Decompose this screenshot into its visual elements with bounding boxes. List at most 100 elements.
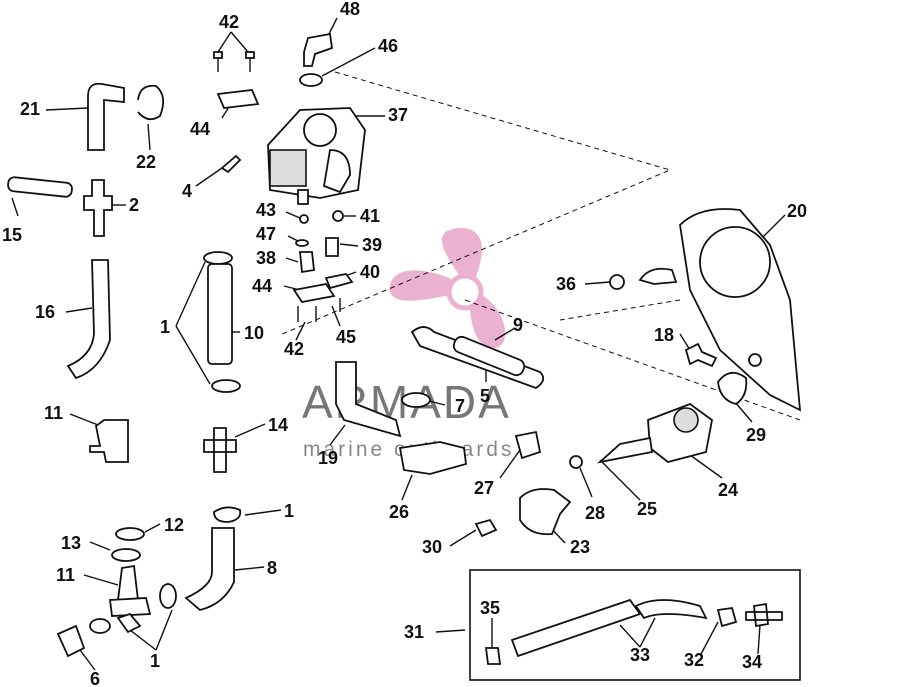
part-gasket-44-mid xyxy=(292,283,336,303)
part-screws-42-45-mid xyxy=(297,298,341,322)
callout-1-bottom: 1 xyxy=(150,651,160,671)
part-bracket-23 xyxy=(519,488,572,536)
part-fuel-pump-24 xyxy=(596,402,713,464)
callout-labels: 42 48 46 21 44 37 22 4 2 15 43 41 20 47 … xyxy=(2,0,807,687)
callout-14: 14 xyxy=(268,415,288,435)
part-elbow-hose-19 xyxy=(335,361,402,438)
callout-10: 10 xyxy=(244,323,264,343)
part-gasket-44-top xyxy=(216,89,260,109)
callout-5: 5 xyxy=(480,386,490,406)
part-filter-11-lower xyxy=(108,564,152,617)
part-clamp-32 xyxy=(716,606,738,628)
part-fitting-48 xyxy=(303,32,333,67)
callout-7: 7 xyxy=(455,396,465,416)
callout-47: 47 xyxy=(256,224,276,244)
part-hose-33 xyxy=(510,598,708,658)
part-hose-15 xyxy=(7,176,73,198)
callout-25: 25 xyxy=(637,499,657,519)
watermark-propeller-logo xyxy=(389,228,506,349)
part-screw-4 xyxy=(220,154,242,174)
part-bolt-18 xyxy=(684,342,718,368)
callout-21: 21 xyxy=(20,99,40,119)
part-screw-30 xyxy=(474,518,498,538)
callout-19: 19 xyxy=(318,448,338,468)
part-gasket-40 xyxy=(324,273,354,290)
part-connector-27 xyxy=(514,430,542,460)
callout-2: 2 xyxy=(129,195,139,215)
part-clamp-1-lower xyxy=(213,506,242,523)
callout-1-lower-right: 1 xyxy=(284,501,294,521)
part-washer-43 xyxy=(299,214,309,224)
callout-9: 9 xyxy=(513,315,523,335)
callout-40: 40 xyxy=(360,262,380,282)
callout-11-upper: 11 xyxy=(44,403,63,423)
part-plug-39 xyxy=(325,237,339,257)
callout-30: 30 xyxy=(422,537,442,557)
callout-35: 35 xyxy=(480,598,500,618)
part-nut-28 xyxy=(569,455,583,469)
part-hose-8 xyxy=(184,527,235,611)
callout-12: 12 xyxy=(164,515,184,535)
callout-29: 29 xyxy=(746,425,766,445)
callout-26: 26 xyxy=(389,502,409,522)
callout-32: 32 xyxy=(684,650,704,670)
callout-6: 6 xyxy=(90,669,100,687)
reference-dashed-lines xyxy=(279,71,801,421)
callout-23: 23 xyxy=(570,537,590,557)
part-gasket-plate-20 xyxy=(638,208,802,412)
part-hose-5 xyxy=(452,335,526,377)
part-hose-10 xyxy=(207,263,233,365)
callout-8: 8 xyxy=(267,558,277,578)
callout-13: 13 xyxy=(61,533,81,553)
inset-kit-31-box xyxy=(469,569,801,681)
callout-33: 33 xyxy=(630,645,650,665)
leader-lines xyxy=(11,17,786,671)
part-connector-26 xyxy=(398,441,467,475)
callout-41: 41 xyxy=(360,206,380,226)
part-hose-16 xyxy=(66,259,111,380)
callout-44-mid: 44 xyxy=(252,276,272,296)
part-nut-36 xyxy=(609,274,625,290)
part-oring-13 xyxy=(111,548,141,562)
callout-16: 16 xyxy=(35,302,55,322)
callout-38: 38 xyxy=(256,248,276,268)
callout-28: 28 xyxy=(585,503,605,523)
part-needle-38 xyxy=(299,251,315,274)
part-tee-fitting-2 xyxy=(83,179,113,237)
callout-36: 36 xyxy=(556,274,576,294)
callout-37: 37 xyxy=(388,105,408,125)
part-carburetor-37 xyxy=(267,107,366,205)
part-oring-46 xyxy=(299,73,323,87)
callout-46: 46 xyxy=(378,36,398,56)
callout-20: 20 xyxy=(787,201,807,221)
part-fitting-34 xyxy=(745,602,783,628)
callout-22: 22 xyxy=(136,152,156,172)
part-clamp-22 xyxy=(137,84,165,121)
part-hose-elbow-21 xyxy=(87,82,125,151)
callout-44-top: 44 xyxy=(190,119,210,139)
part-oring-12 xyxy=(115,527,145,541)
part-filter-11-upper xyxy=(89,419,129,463)
part-washer-41 xyxy=(332,210,344,222)
callout-1-upper: 1 xyxy=(160,317,170,337)
part-filter-6 xyxy=(56,624,86,658)
callout-15: 15 xyxy=(2,225,22,245)
part-screws-42-top xyxy=(213,51,255,72)
callout-27: 27 xyxy=(474,478,494,498)
callout-42-mid: 42 xyxy=(284,339,304,359)
part-clip-35 xyxy=(484,647,502,665)
callout-42-top: 42 xyxy=(219,12,239,32)
callout-18: 18 xyxy=(654,325,674,345)
callout-34: 34 xyxy=(742,652,762,672)
callout-11-lower: 11 xyxy=(56,565,75,585)
part-tee-14 xyxy=(203,427,237,473)
part-seal-29 xyxy=(717,372,748,405)
part-washer-47 xyxy=(295,239,309,247)
callout-45: 45 xyxy=(336,327,356,347)
callout-39: 39 xyxy=(362,235,382,255)
part-clamps-1-lower xyxy=(89,583,177,634)
callout-4: 4 xyxy=(182,181,192,201)
part-clamps-1-upper xyxy=(203,251,241,393)
callout-31: 31 xyxy=(404,622,424,642)
